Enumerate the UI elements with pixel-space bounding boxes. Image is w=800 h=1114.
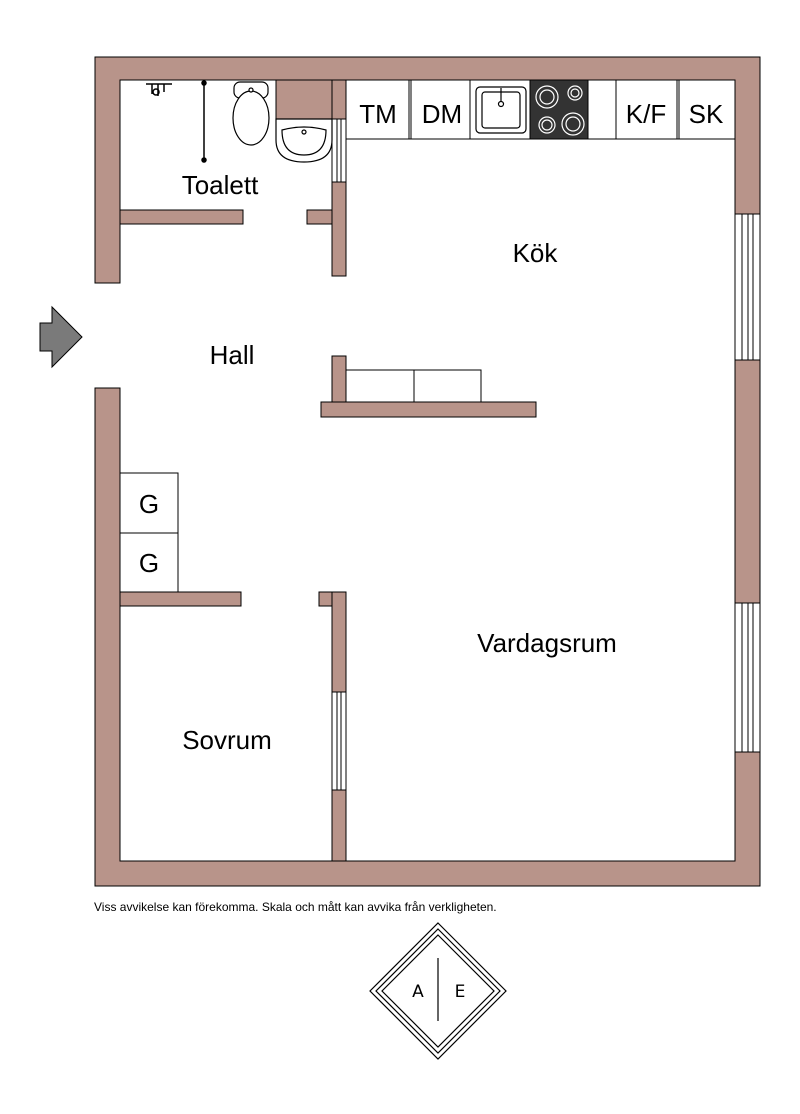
brand-logo <box>369 922 507 1060</box>
room-label-hall: Hall <box>210 340 255 370</box>
entrance-arrow-icon <box>39 305 83 369</box>
bathroom-corner-block <box>275 79 333 120</box>
shower-icon <box>146 80 207 163</box>
room-label-sovrum: Sovrum <box>182 725 272 755</box>
window-bedroom-interior <box>331 691 347 791</box>
wardrobe-1 <box>119 472 179 534</box>
kitchen-partition-horizontal <box>320 401 537 418</box>
kitchen-partition-vertical <box>331 355 347 405</box>
stove-icon <box>529 79 589 140</box>
label-wardrobe-2: G <box>139 548 159 578</box>
island-cabinets <box>345 369 482 403</box>
logo-letter-e: E <box>455 982 466 1002</box>
room-label-toalett: Toalett <box>182 170 259 200</box>
label-wardrobe-1: G <box>139 489 159 519</box>
toilet-icon <box>232 81 270 146</box>
room-label-kok: Kök <box>513 238 559 268</box>
disclaimer-text: Viss avvikelse kan förekomma. Skala och … <box>94 900 497 914</box>
label-sk: SK <box>689 99 724 129</box>
label-dm: DM <box>422 99 462 129</box>
wardrobe-2 <box>119 532 179 593</box>
room-label-vardagsrum: Vardagsrum <box>477 628 617 658</box>
windows <box>331 118 761 791</box>
outer-wall <box>94 56 761 887</box>
sink-icon <box>475 86 527 134</box>
window-bathroom-interior <box>331 118 347 183</box>
logo-letter-a: A <box>412 982 424 1002</box>
label-tm: TM <box>359 99 397 129</box>
washbasin-icon <box>275 118 333 163</box>
wardrobes <box>119 472 179 593</box>
label-kf: K/F <box>626 99 666 129</box>
bathroom-wall-bottom-left <box>119 209 244 225</box>
bedroom-wall-top <box>119 591 242 607</box>
